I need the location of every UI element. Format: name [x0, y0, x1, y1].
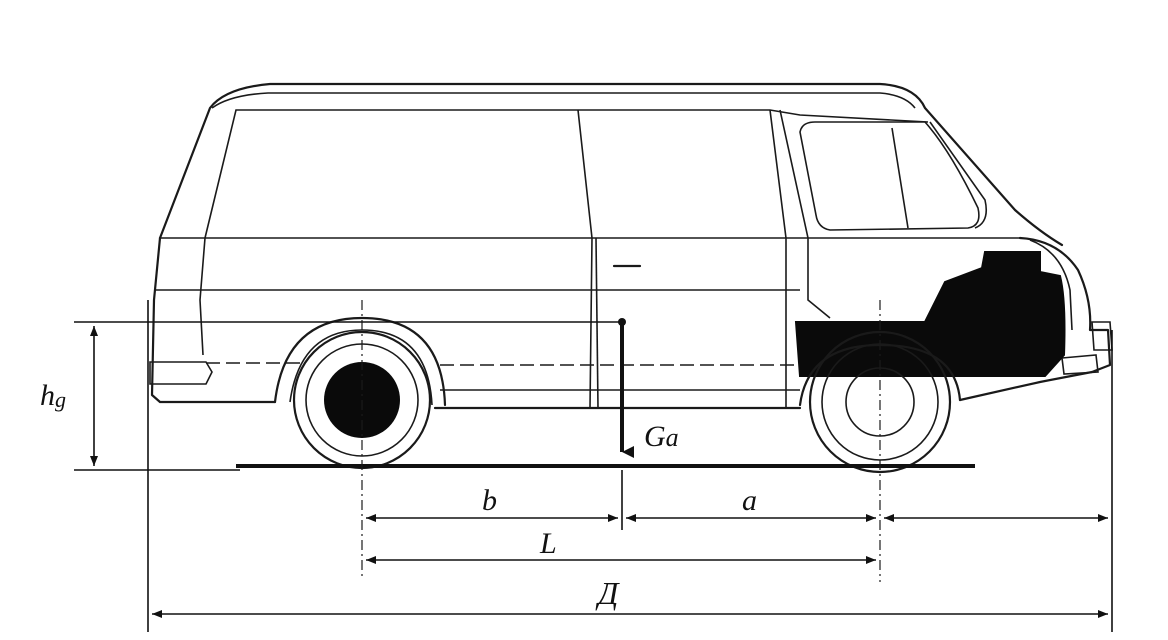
weight-label: Ga	[644, 420, 679, 453]
window-pillar	[891, 127, 909, 229]
roof-outline	[158, 82, 1064, 247]
engine-block	[794, 251, 1066, 377]
rear-wheel-arch	[273, 316, 447, 407]
rear-bumper	[149, 361, 213, 385]
front-nose-inner	[1029, 239, 1073, 331]
roof-rim	[211, 92, 916, 109]
window-frame-inner	[929, 121, 988, 229]
overall-length-label: Д	[595, 575, 620, 611]
wheelbase-label: L	[539, 527, 557, 560]
b-label: b	[482, 484, 497, 517]
front-bumper	[1061, 354, 1099, 375]
door-seam-left	[577, 109, 593, 409]
van-body	[149, 82, 1113, 410]
hg-label: hg	[40, 379, 66, 412]
front-nose	[958, 236, 1112, 402]
rear-panel	[150, 236, 277, 404]
cab-window	[799, 121, 980, 231]
rear-panel-inner	[199, 237, 206, 356]
front-door-seam-2	[779, 109, 831, 319]
front-tire	[808, 330, 952, 474]
door-seam-left-2	[595, 237, 599, 409]
roof-inner-line	[204, 109, 929, 239]
front-door-seam	[769, 109, 787, 408]
a-label: a	[742, 484, 757, 517]
rear-wheel	[273, 316, 447, 470]
